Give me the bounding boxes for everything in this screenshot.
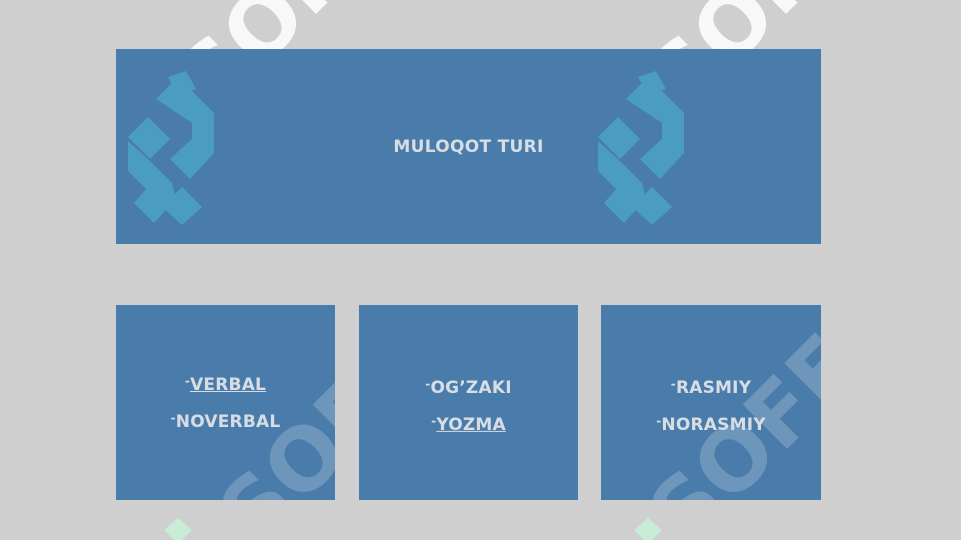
logo-icon xyxy=(164,518,192,540)
header-box: MULOQOT TURI xyxy=(116,49,821,244)
logo-icon xyxy=(128,71,214,225)
list-item: -NOVERBAL xyxy=(170,410,281,432)
box-watermark-layer: SOFF xyxy=(200,316,335,500)
logo-icon xyxy=(634,518,662,540)
diagram-title: MULOQOT TURI xyxy=(393,137,544,157)
header-watermark-layer xyxy=(128,71,684,225)
list-item: -VERBAL xyxy=(184,373,267,395)
list-item: -NORASMIY xyxy=(656,413,766,435)
list-item: -RASMIY xyxy=(670,376,752,398)
category-box-3: SOFF -RASMIY -NORASMIY xyxy=(601,305,821,500)
logo-icon xyxy=(598,71,684,225)
category-box-1: SOFF -VERBAL -NOVERBAL xyxy=(116,305,335,500)
list-item: -YOZMA xyxy=(431,413,506,435)
list-item: -OG’ZAKI xyxy=(425,376,512,398)
category-box-2: -OG’ZAKI -YOZMA xyxy=(359,305,578,500)
box-watermark-layer: SOFF xyxy=(630,316,821,500)
